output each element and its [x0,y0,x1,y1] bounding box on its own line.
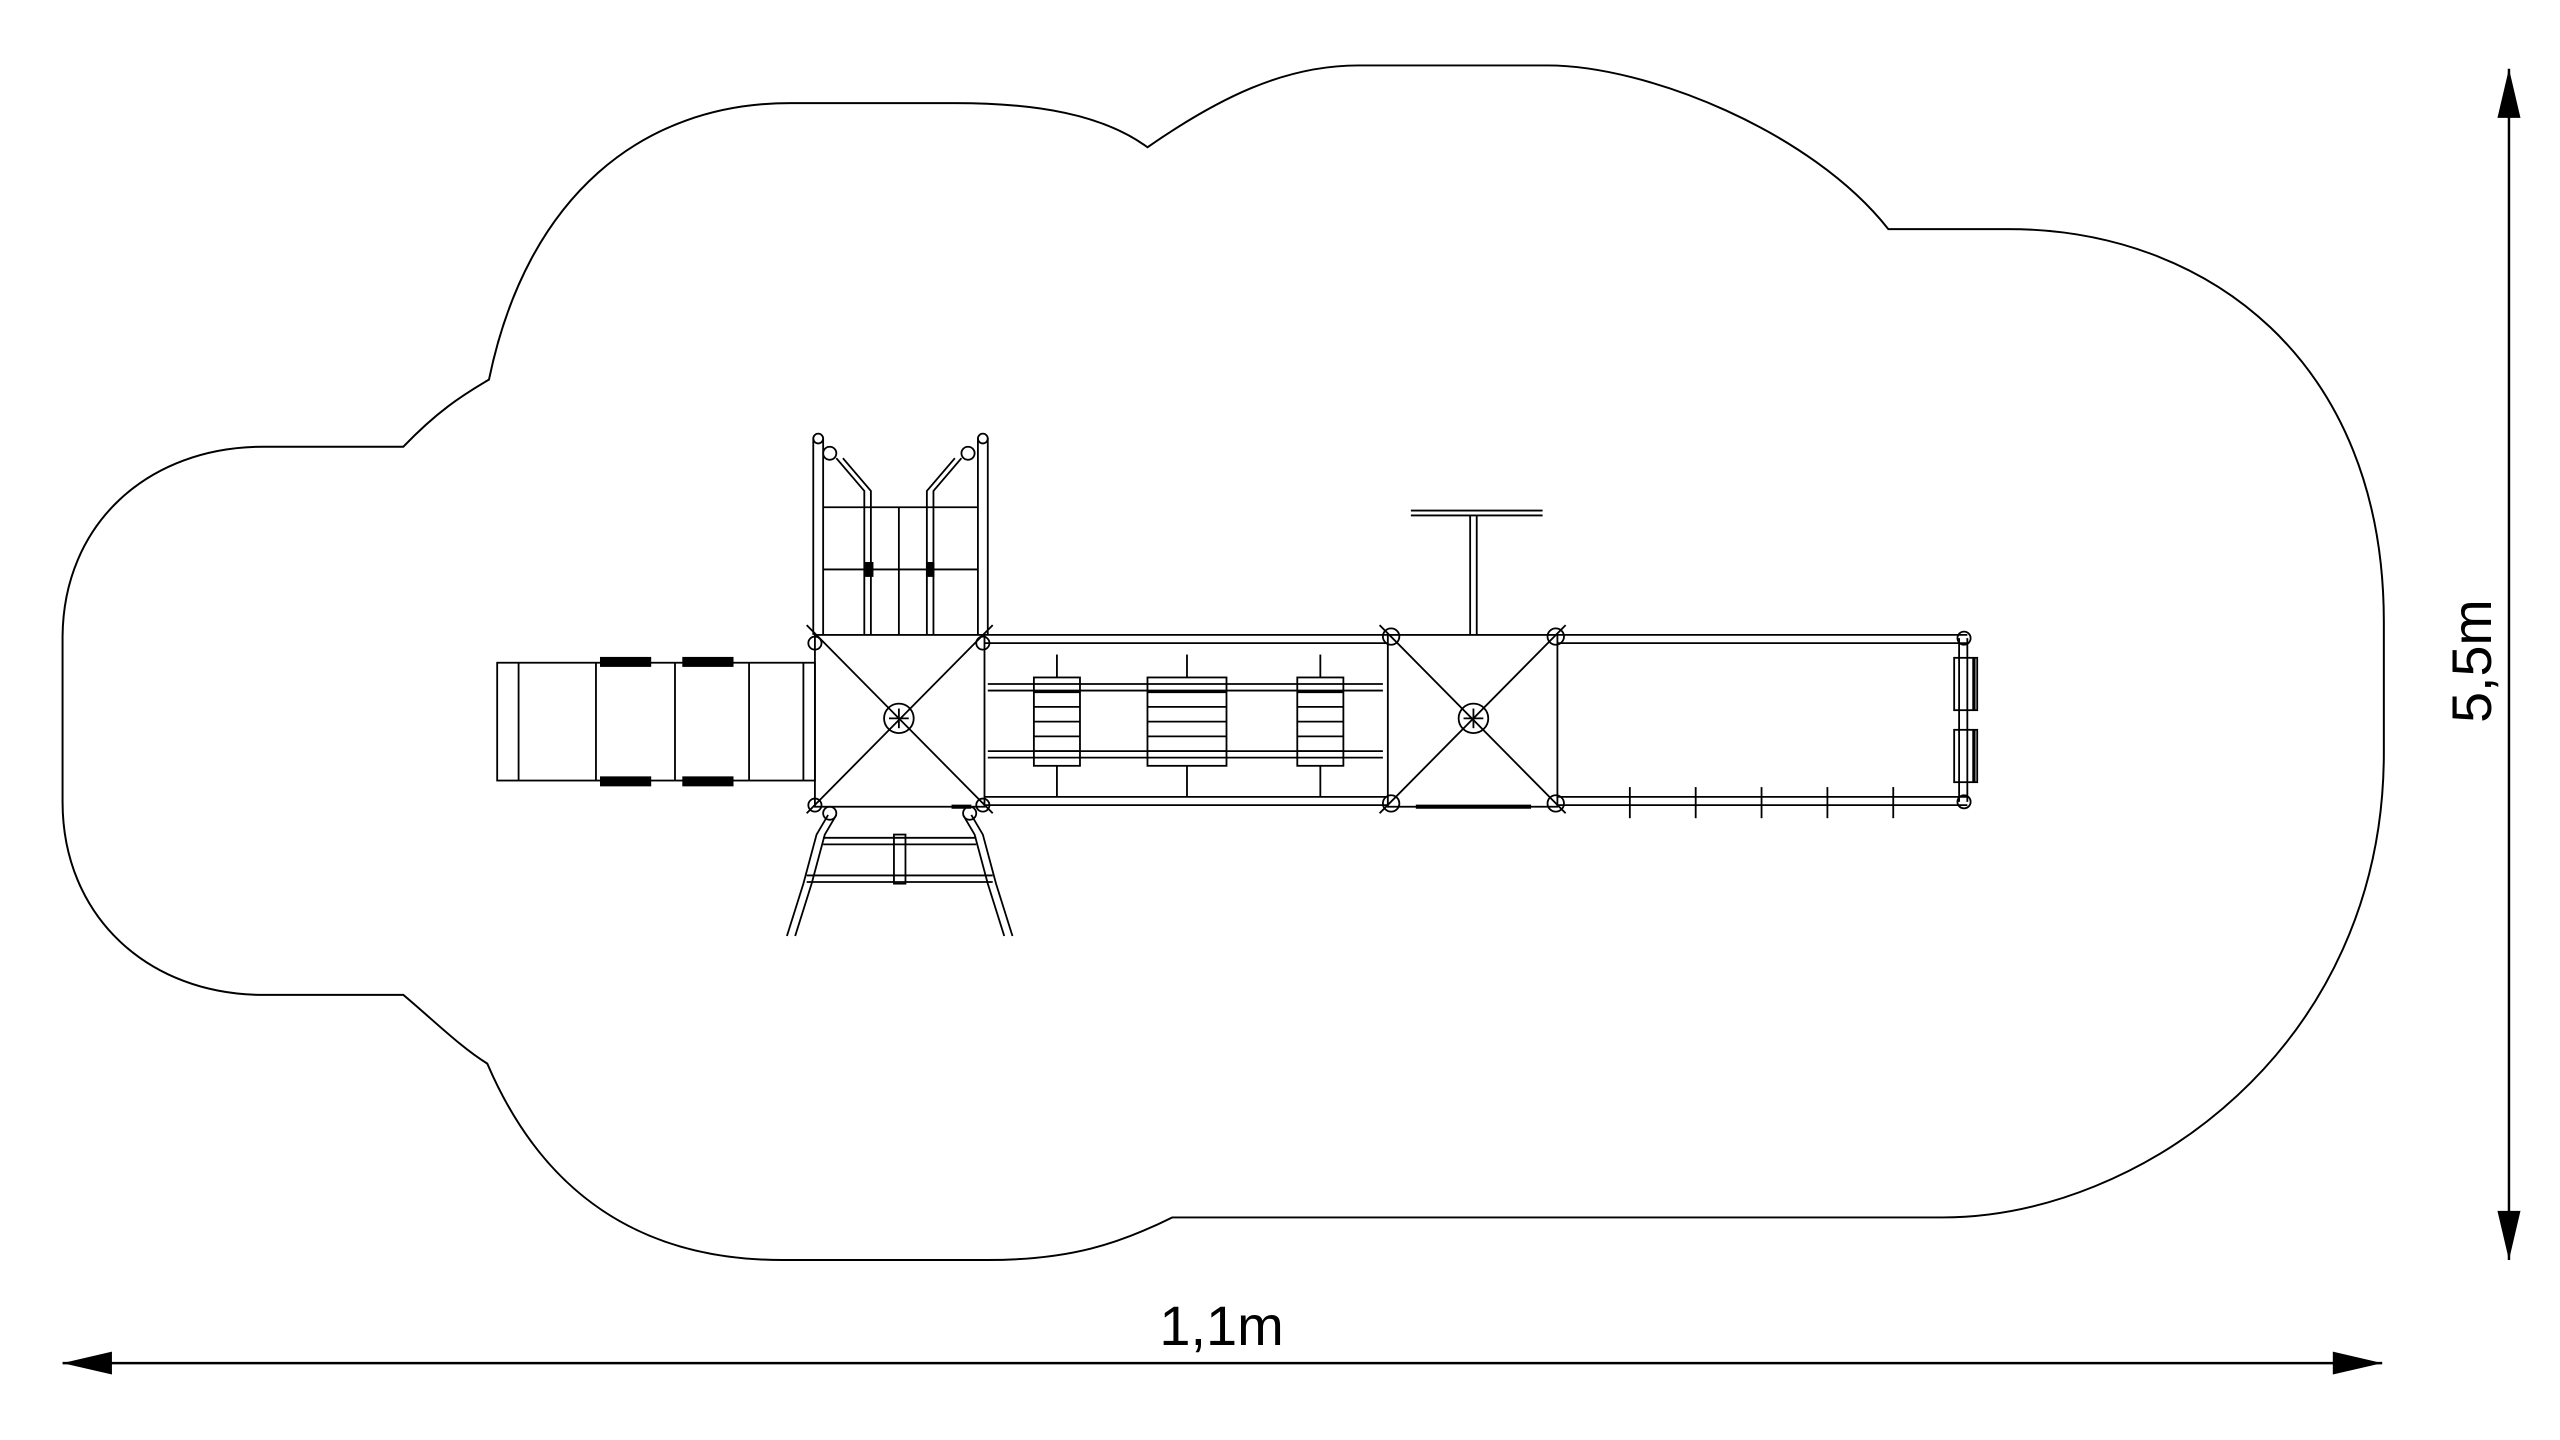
bridge [984,634,1388,806]
height-arrow-bottom [2497,1210,2521,1260]
width-label: 1,1m [1159,1294,1283,1357]
width-dimension: 1,1m [62,1294,2383,1375]
left-tower [806,624,994,814]
climbing-frame [786,804,1014,937]
width-arrow-right [2332,1351,2383,1375]
height-dimension: 5,5m [2440,68,2521,1260]
climbing-ladder [812,432,989,635]
height-label: 5,5m [2440,599,2503,723]
play-structure [496,432,1979,937]
height-arrow-top [2497,68,2521,118]
width-arrow-left [62,1351,112,1375]
right-tower [1378,624,1567,814]
safety-zone-outline [61,64,2385,1261]
right-deck [1557,630,1979,819]
periscope-pole [1410,509,1543,635]
slide [496,656,816,787]
